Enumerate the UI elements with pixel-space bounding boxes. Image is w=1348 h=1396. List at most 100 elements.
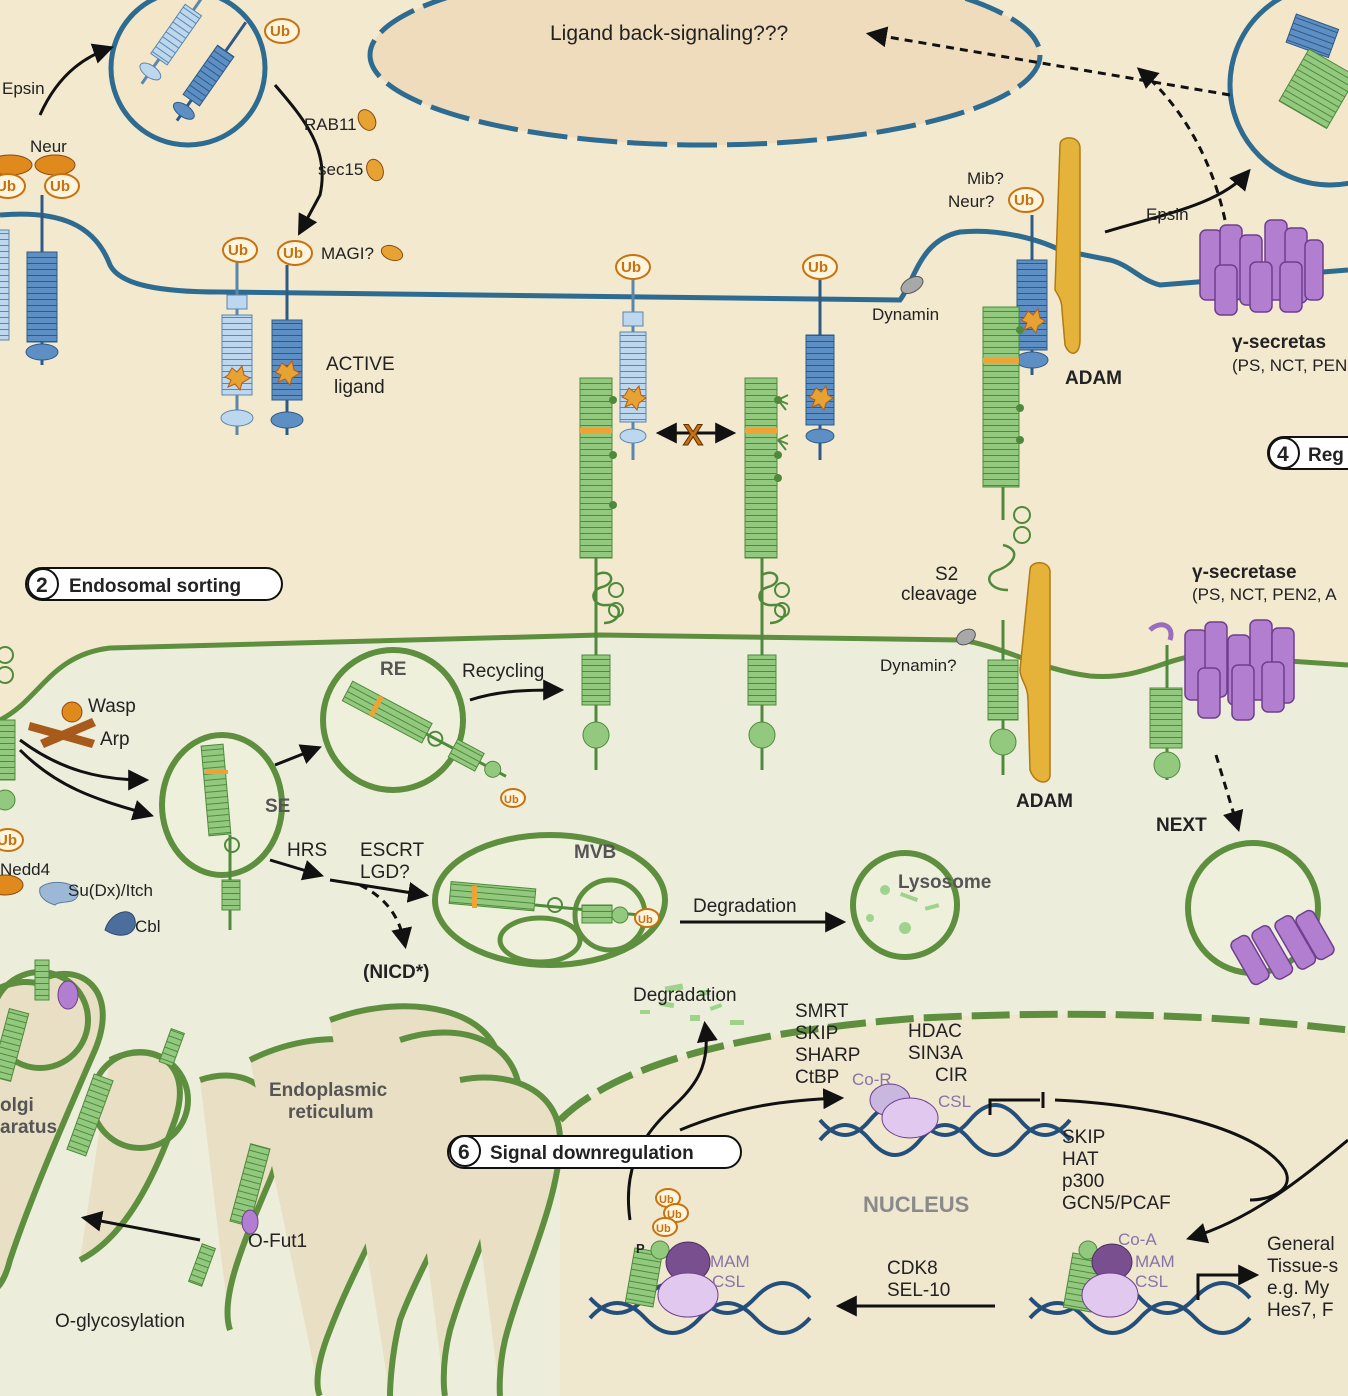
notch-receptor-right [982,306,1031,775]
ligand-center-dark [805,280,835,460]
ligand-endosome [108,0,268,148]
active-label-2: ligand [334,377,385,398]
re-notch [341,680,507,778]
sharp-label: SHARP [795,1045,860,1066]
mam-label-left: MAM [710,1252,750,1271]
sel10-label: SEL-10 [887,1280,950,1301]
cir-label: CIR [935,1065,968,1086]
gamma-secretase-label: γ-secretas [1232,332,1326,353]
sin3a-label: SIN3A [908,1043,963,1064]
eg-label: e.g. My [1267,1278,1330,1299]
no-interaction-mark: X [655,419,737,453]
neur-blob-2 [34,154,76,176]
badge-text: Signal downregulation [490,1143,694,1164]
dynamin-label: Dynamin [872,305,939,324]
coa-label: Co-A [1118,1230,1157,1249]
csl-label-left: CSL [712,1272,745,1291]
badge-number: 6 [458,1141,470,1164]
degradation-label: Degradation [693,896,797,917]
cdk8-label: CDK8 [887,1258,938,1279]
phospho-label: P [636,1241,645,1256]
cbl-label: Cbl [135,917,161,936]
mvb-label: MVB [574,842,616,863]
ub-label: Ub [228,242,248,259]
mvb-notch [448,881,641,924]
notch-receptor-center-right [744,377,790,770]
ub-circles [0,18,1044,1237]
badge-number: 4 [1277,443,1289,466]
golgi-ofut-blob [57,980,79,1010]
gamma-secretase-endosome [1230,909,1335,986]
magi-label: MAGI? [321,244,374,263]
recycling-label: Recycling [462,661,544,682]
cbl-shape [104,911,136,936]
gamma-secretase-mid-components: (PS, NCT, PEN2, A [1192,585,1337,604]
sec15-label: sec15 [318,160,363,179]
golgi-notch-fragments [0,959,271,1287]
gamma-secretase-top [1199,219,1324,316]
hdac-label: HDAC [908,1021,962,1042]
arp-label: Arp [100,729,130,750]
er-ofut-blob [241,1209,259,1235]
degradation-fragments [640,983,744,1025]
next-label: NEXT [1156,815,1207,836]
ligand-back-label: Ligand back-signaling??? [550,22,788,45]
ub-label: Ub [808,259,828,276]
hat-label: HAT [1062,1149,1099,1170]
escrt-label: ESCRT [360,840,424,861]
gcn5-label: GCN5/PCAF [1062,1193,1171,1214]
sending-cell-membrane [0,211,1348,303]
neur-q-label: Neur? [948,192,994,211]
corepressor-complex [869,1083,939,1139]
adam-mid-label: ADAM [1016,791,1073,812]
mam-complex-right [1062,1240,1139,1318]
ligand-inactive-right [270,265,304,435]
se-notch [200,743,241,930]
ligand-right [1015,215,1049,375]
sudx-shape [39,881,79,906]
gamma-secretase-components: (PS, NCT, PEN [1232,356,1347,375]
epsin-right-label: Epsin [1146,205,1189,224]
receiving-cell-membrane [0,632,1348,723]
ligand-center-light [619,280,647,460]
ligand-inactive-left [220,260,254,435]
hrs-label: HRS [287,840,327,861]
mib-label: Mib? [967,169,1004,188]
ub-label: Ub [504,794,519,806]
se-label: SE [265,796,290,817]
left-notch-fragment [0,646,16,811]
badge-number: 2 [36,574,48,597]
cor-label: Co-R [852,1070,892,1089]
active-label-1: ACTIVE [326,354,395,375]
next-fragment [1149,645,1183,780]
nuclear-envelope [557,1010,1348,1123]
cleavage-label: cleavage [901,584,977,605]
skip-2-label: SKIP [1062,1127,1105,1148]
nedd4-blob [0,874,24,896]
badge-endosomal-sorting: 2 Endosomal sorting [25,567,283,601]
ub-label: Ub [0,832,17,849]
ligand-left-edge [0,195,59,365]
ub-label: Ub [621,259,641,276]
ub-label: Ub [50,178,70,195]
badge-text: Reg [1308,445,1344,466]
mvb-vesicle-1 [497,915,583,965]
badge-regulation: 4 Reg [1267,436,1348,470]
lgd-label: LGD? [360,862,410,883]
csl-label-right: CSL [1135,1272,1168,1291]
tissue-label: Tissue-s [1267,1256,1338,1277]
golgi-label-2: aratus [0,1117,57,1138]
ub-label: Ub [270,23,290,40]
adam-label: ADAM [1065,368,1122,389]
rab11-label: RAB11 [304,115,357,134]
smrt-label: SMRT [795,1001,849,1022]
oglyco-label: O-glycosylation [55,1311,185,1332]
ub-label: Ub [638,914,653,926]
effector-beans [357,109,404,262]
adam-top [1054,137,1081,354]
ub-label: Ub [667,1209,682,1221]
ub-label: Ub [1014,192,1034,209]
s2-label: S2 [935,564,958,585]
badge-signal-downregulation: 6 Signal downregulation [447,1135,742,1169]
